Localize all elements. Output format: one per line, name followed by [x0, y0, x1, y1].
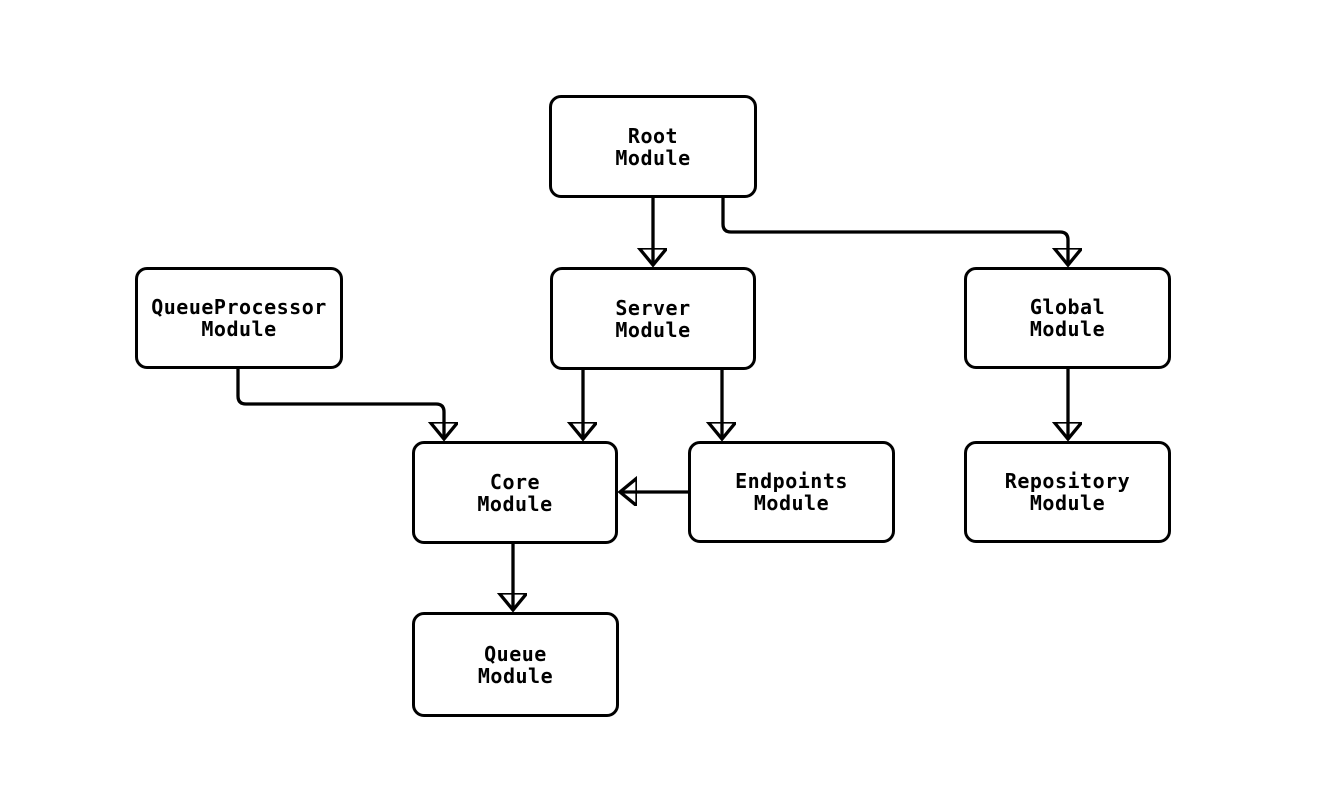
node-label-line1: QueueProcessor — [151, 295, 327, 319]
node-server-module: Server Module — [550, 267, 756, 370]
node-label-line2: Module — [1029, 491, 1106, 515]
node-label-line1: Root — [627, 123, 679, 148]
node-label-line1: Repository — [1004, 469, 1131, 493]
node-core-module: Core Module — [412, 441, 618, 544]
node-label-line2: Module — [201, 317, 277, 341]
node-queueprocessor-module: QueueProcessor Module — [135, 267, 343, 369]
node-label-line1: Global — [1029, 295, 1106, 319]
node-label-line2: Module — [615, 317, 691, 342]
node-root-module: Root Module — [549, 95, 757, 198]
node-label-line2: Module — [477, 663, 554, 688]
node-label-line2: Module — [477, 491, 553, 516]
node-label-line2: Module — [753, 491, 830, 515]
node-label-line1: Core — [489, 469, 541, 494]
edge-root-to-global — [721, 198, 1068, 265]
node-label-line2: Module — [1029, 317, 1106, 341]
node-label-line1: Endpoints — [735, 469, 848, 493]
edge-queueprocessor-to-core — [236, 369, 444, 439]
node-global-module: Global Module — [964, 267, 1171, 369]
node-endpoints-module: Endpoints Module — [688, 441, 895, 543]
node-label-line1: Queue — [484, 641, 547, 666]
node-label-line2: Module — [615, 145, 691, 170]
node-repository-module: Repository Module — [964, 441, 1171, 543]
node-queue-module: Queue Module — [412, 612, 619, 717]
node-label-line1: Server — [615, 295, 691, 320]
